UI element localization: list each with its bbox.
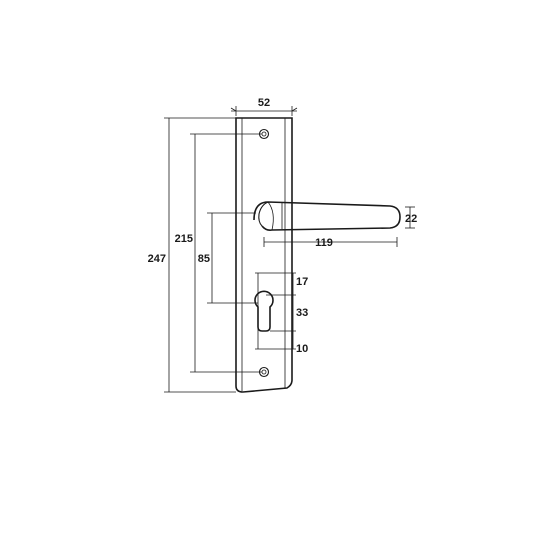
cylinder-bottom-label: 10 — [296, 343, 308, 355]
dimension-total-height: 247 — [148, 117, 236, 393]
cylinder-height-label: 33 — [296, 307, 308, 319]
plate-width-label: 52 — [258, 97, 270, 109]
lever-handle — [253, 201, 401, 231]
dimension-plate-width: 52 — [230, 97, 298, 116]
handle-length-label: 119 — [315, 237, 333, 249]
dimension-cylinder: 17 33 10 — [255, 272, 308, 355]
dimension-handle-length: 119 — [263, 237, 398, 249]
total-height-label: 247 — [148, 253, 166, 265]
cylinder-top-label: 17 — [296, 276, 308, 288]
handle-to-cylinder-label: 85 — [198, 253, 210, 265]
dimension-handle-to-cylinder: 85 — [198, 212, 258, 304]
back-plate — [235, 117, 293, 393]
dimension-screw-spacing: 215 — [175, 133, 262, 373]
dimension-handle-height: 22 — [405, 206, 417, 229]
handle-height-label: 22 — [405, 213, 417, 225]
screw-spacing-label: 215 — [175, 233, 193, 245]
